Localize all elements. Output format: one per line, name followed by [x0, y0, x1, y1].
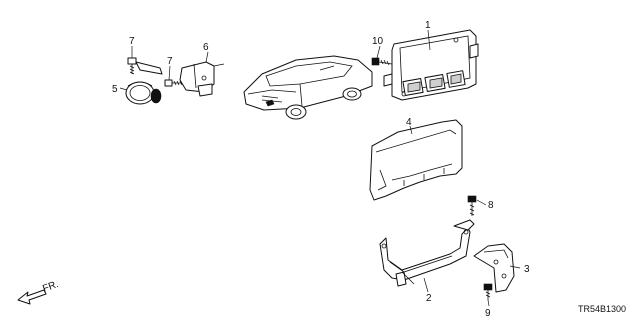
callout-numbers: 1 2 3 4 5 6 7 7 8 9 10 [112, 20, 530, 319]
callout-5: 5 [112, 84, 118, 95]
horn-assembly [125, 57, 225, 105]
bolt-9 [483, 283, 493, 300]
bolt-7b [164, 79, 183, 87]
direction-label: FR. [41, 279, 60, 295]
callout-8: 8 [488, 200, 494, 211]
callout-7b: 7 [167, 56, 173, 67]
mounting-bracket-2 [379, 219, 475, 287]
leader-lines [119, 29, 521, 307]
callout-6: 6 [203, 42, 209, 53]
callout-2: 2 [426, 293, 432, 304]
callout-1: 1 [425, 20, 431, 31]
front-direction-indicator: FR. [17, 279, 60, 305]
callout-7a: 7 [129, 36, 135, 47]
side-bracket-3 [473, 243, 515, 293]
bolt-7a [127, 57, 163, 75]
callout-4: 4 [406, 117, 412, 128]
control-unit-1 [383, 29, 479, 101]
vehicle-illustration [243, 55, 373, 120]
bolt-8 [467, 195, 477, 216]
unit-cover-4 [369, 119, 463, 201]
horn-bracket-6 [179, 61, 225, 97]
callout-10: 10 [372, 36, 384, 47]
front-arrow-icon [17, 289, 47, 305]
bolt-10 [371, 57, 393, 66]
callout-9: 9 [485, 308, 491, 319]
callout-3: 3 [524, 264, 530, 275]
diagram-code: TR54B1300 [578, 304, 626, 314]
